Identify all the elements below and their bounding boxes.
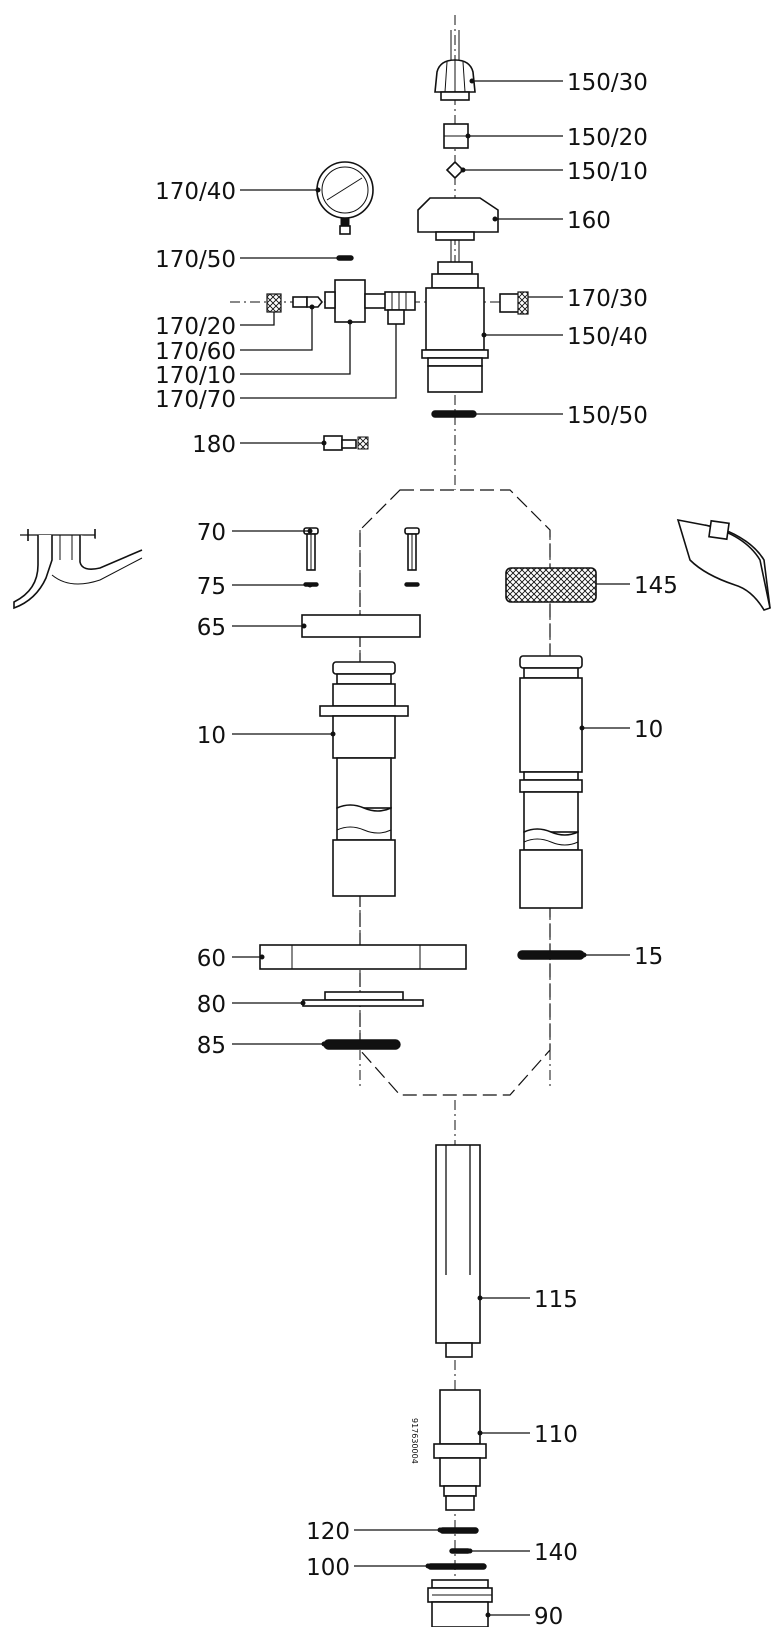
label-10-left: 10	[197, 723, 226, 749]
fitting-180	[323, 435, 369, 451]
o-ring-150-50	[431, 410, 477, 418]
sensor-body-10-right	[519, 655, 583, 909]
label-110: 110	[534, 1422, 578, 1448]
label-160: 160	[567, 208, 611, 234]
label-80: 80	[197, 992, 226, 1018]
label-145: 145	[634, 573, 678, 599]
label-170-20: 170/20	[155, 314, 236, 340]
label-170-40: 170/40	[155, 179, 236, 205]
label-100: 100	[306, 1555, 350, 1581]
guard-tube-115	[435, 1144, 481, 1358]
knurled-nut-145	[505, 567, 597, 603]
label-10-right: 10	[634, 717, 663, 743]
right-port-section-view	[676, 518, 771, 611]
label-150-20: 150/20	[567, 125, 648, 151]
seal-140	[449, 1548, 471, 1554]
coupling-170-70	[384, 291, 416, 325]
label-120: 120	[306, 1519, 350, 1545]
label-170-60: 170/60	[155, 339, 236, 365]
label-60: 60	[197, 946, 226, 972]
drawing-number: 917630004	[410, 1418, 419, 1464]
end-cap-90	[427, 1579, 493, 1627]
spacer-65	[301, 614, 421, 638]
label-170-70: 170/70	[155, 387, 236, 413]
knob-170-20	[266, 293, 282, 313]
label-115: 115	[534, 1287, 578, 1313]
label-65: 65	[197, 615, 226, 641]
o-ring-100	[427, 1563, 487, 1570]
label-170-50: 170/50	[155, 247, 236, 273]
label-170-10: 170/10	[155, 363, 236, 389]
label-70: 70	[197, 520, 226, 546]
left-port-section-view	[13, 529, 143, 610]
label-150-10: 150/10	[567, 159, 648, 185]
label-15: 15	[634, 944, 663, 970]
o-ring-85	[323, 1039, 401, 1050]
label-75: 75	[197, 574, 226, 600]
callout-labels: 150/30 150/20 150/10 160 170/30 150/40 1…	[155, 70, 678, 1627]
label-140: 140	[534, 1540, 578, 1566]
o-ring-15	[517, 950, 585, 960]
nut-150-20	[443, 123, 469, 149]
housing-150-40	[421, 261, 489, 393]
label-170-30: 170/30	[567, 286, 648, 312]
screw-70-left	[303, 527, 319, 587]
label-150-50: 150/50	[567, 403, 648, 429]
seal-120	[439, 1527, 479, 1534]
leader-lines	[232, 78, 630, 1618]
plug-170-30	[499, 291, 529, 315]
label-150-40: 150/40	[567, 324, 648, 350]
valve-block-170-10	[324, 279, 388, 323]
adapter-110	[433, 1389, 487, 1511]
flange-60	[259, 944, 467, 970]
sensor-body-10-left	[319, 661, 409, 897]
needle-170-60	[292, 296, 324, 308]
label-180: 180	[192, 432, 236, 458]
label-90: 90	[534, 1604, 563, 1627]
pressure-gauge-170-40	[316, 161, 374, 235]
screw-70-right	[404, 527, 420, 587]
knurled-ring-160	[417, 197, 499, 241]
label-85: 85	[197, 1033, 226, 1059]
gasket-80	[302, 991, 424, 1007]
label-150-30: 150/30	[567, 70, 648, 96]
cap-nut-150-30	[434, 30, 476, 101]
